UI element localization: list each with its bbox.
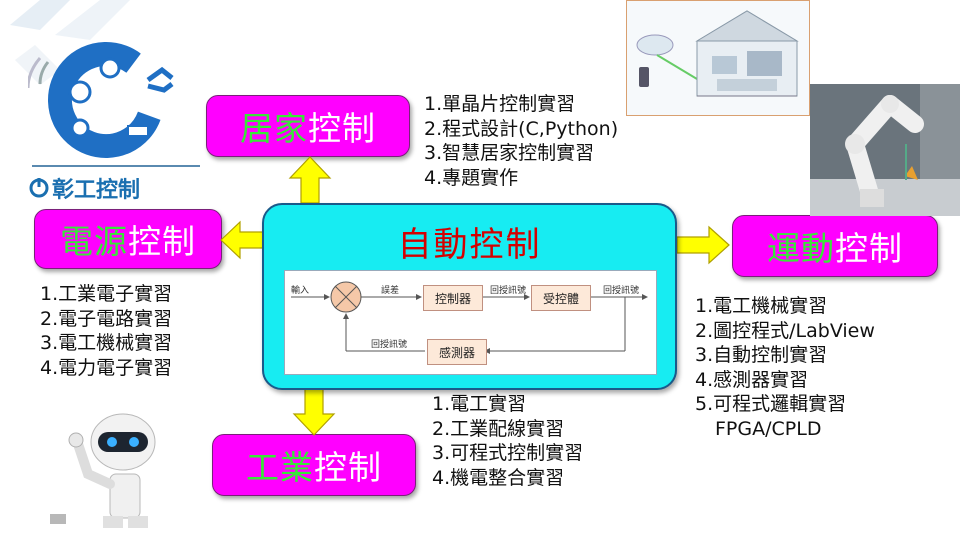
block-diagram-lines xyxy=(291,281,648,354)
list-item: 2.工業配線實習 xyxy=(432,417,565,440)
list-item: 1.工業電子實習 xyxy=(40,283,173,305)
center-title: 自動控制 xyxy=(397,225,542,265)
list-item: 2.電子電路實習 xyxy=(40,307,173,330)
arrow-up-icon xyxy=(288,156,332,204)
list-item: 4.感測器實習 xyxy=(695,368,809,391)
list-item: FPGA/CPLD xyxy=(715,417,822,440)
list-item: 2.圖控程式/LabView xyxy=(695,319,875,342)
home-control-white: 控制 xyxy=(308,109,376,148)
list-item: 3.智慧居家控制實習 xyxy=(424,142,595,164)
list-item: 3.可程式控制實習 xyxy=(432,442,584,464)
home-course-list: 1.單晶片控制實習 2.程式設計(C,Python) 3.智慧居家控制實習 4.… xyxy=(424,92,618,190)
robot-arm-image xyxy=(810,84,960,216)
automatic-control-node: 自動控制 輸入 誤差 控制器 回授訊號 受控體 回授訊號 感測器 回授訊號 xyxy=(262,203,677,390)
power-course-list: 1.工業電子實習 2.電子電路實習 3.電工機械實習 4.電力電子實習 xyxy=(40,282,172,380)
industrial-control-node: 工業控制 xyxy=(212,434,416,496)
feedback-signal-label: 回授訊號 xyxy=(490,286,527,296)
motion-control-green: 運動 xyxy=(767,229,835,268)
cartoon-robot-image xyxy=(48,404,178,528)
sensor-block: 感測器 xyxy=(427,339,487,365)
list-item: 4.電力電子實習 xyxy=(40,356,173,379)
feedback-signal-label: 回授訊號 xyxy=(371,340,408,350)
plant-block: 受控體 xyxy=(531,285,591,311)
robot-arm-illustration xyxy=(810,84,960,216)
list-item: 3.自動控制實習 xyxy=(695,344,828,366)
robot-illustration xyxy=(50,413,156,528)
motion-control-white: 控制 xyxy=(835,229,903,268)
industrial-course-list: 1.電工實習 2.工業配線實習 3.可程式控制實習 4.機電整合實習 xyxy=(432,392,583,490)
list-item: 5.可程式邏輯實習 xyxy=(695,393,847,415)
arrow-down-icon xyxy=(292,386,336,436)
power-control-node: 電源控制 xyxy=(34,209,222,269)
list-item: 1.電工實習 xyxy=(432,393,527,415)
smart-house-image xyxy=(626,0,810,116)
house-illustration xyxy=(636,10,799,97)
list-item: 1.電工機械實習 xyxy=(695,295,828,317)
industrial-control-white: 控制 xyxy=(314,448,382,487)
arrow-left-icon xyxy=(220,220,264,260)
arrow-right-icon xyxy=(676,225,730,265)
home-control-node: 居家控制 xyxy=(206,95,410,157)
background-decoration xyxy=(10,0,130,85)
feedback-signal-label: 回授訊號 xyxy=(603,286,640,296)
input-label: 輸入 xyxy=(291,286,310,296)
list-item: 3.電工機械實習 xyxy=(40,332,173,354)
error-label: 誤差 xyxy=(381,286,400,296)
brand-name: 彰工控制 xyxy=(52,178,141,203)
motion-course-list: 1.電工機械實習 2.圖控程式/LabView 3.自動控制實習 4.感測器實習… xyxy=(695,294,875,441)
motion-control-node: 運動控制 xyxy=(732,215,938,277)
list-item: 1.單晶片控制實習 xyxy=(424,93,576,115)
logo-divider xyxy=(32,165,200,167)
list-item: 4.機電整合實習 xyxy=(432,466,565,489)
home-control-green: 居家 xyxy=(240,109,308,148)
power-control-white: 控制 xyxy=(128,222,196,261)
industrial-control-green: 工業 xyxy=(246,448,314,487)
control-block-diagram: 輸入 誤差 控制器 回授訊號 受控體 回授訊號 感測器 回授訊號 xyxy=(284,270,657,375)
circuit-c-logo xyxy=(28,42,174,158)
list-item: 2.程式設計(C,Python) xyxy=(424,117,619,140)
controller-block: 控制器 xyxy=(423,285,483,311)
power-icon xyxy=(29,178,49,198)
list-item: 4.專題實作 xyxy=(424,166,519,189)
power-control-green: 電源 xyxy=(60,222,128,261)
